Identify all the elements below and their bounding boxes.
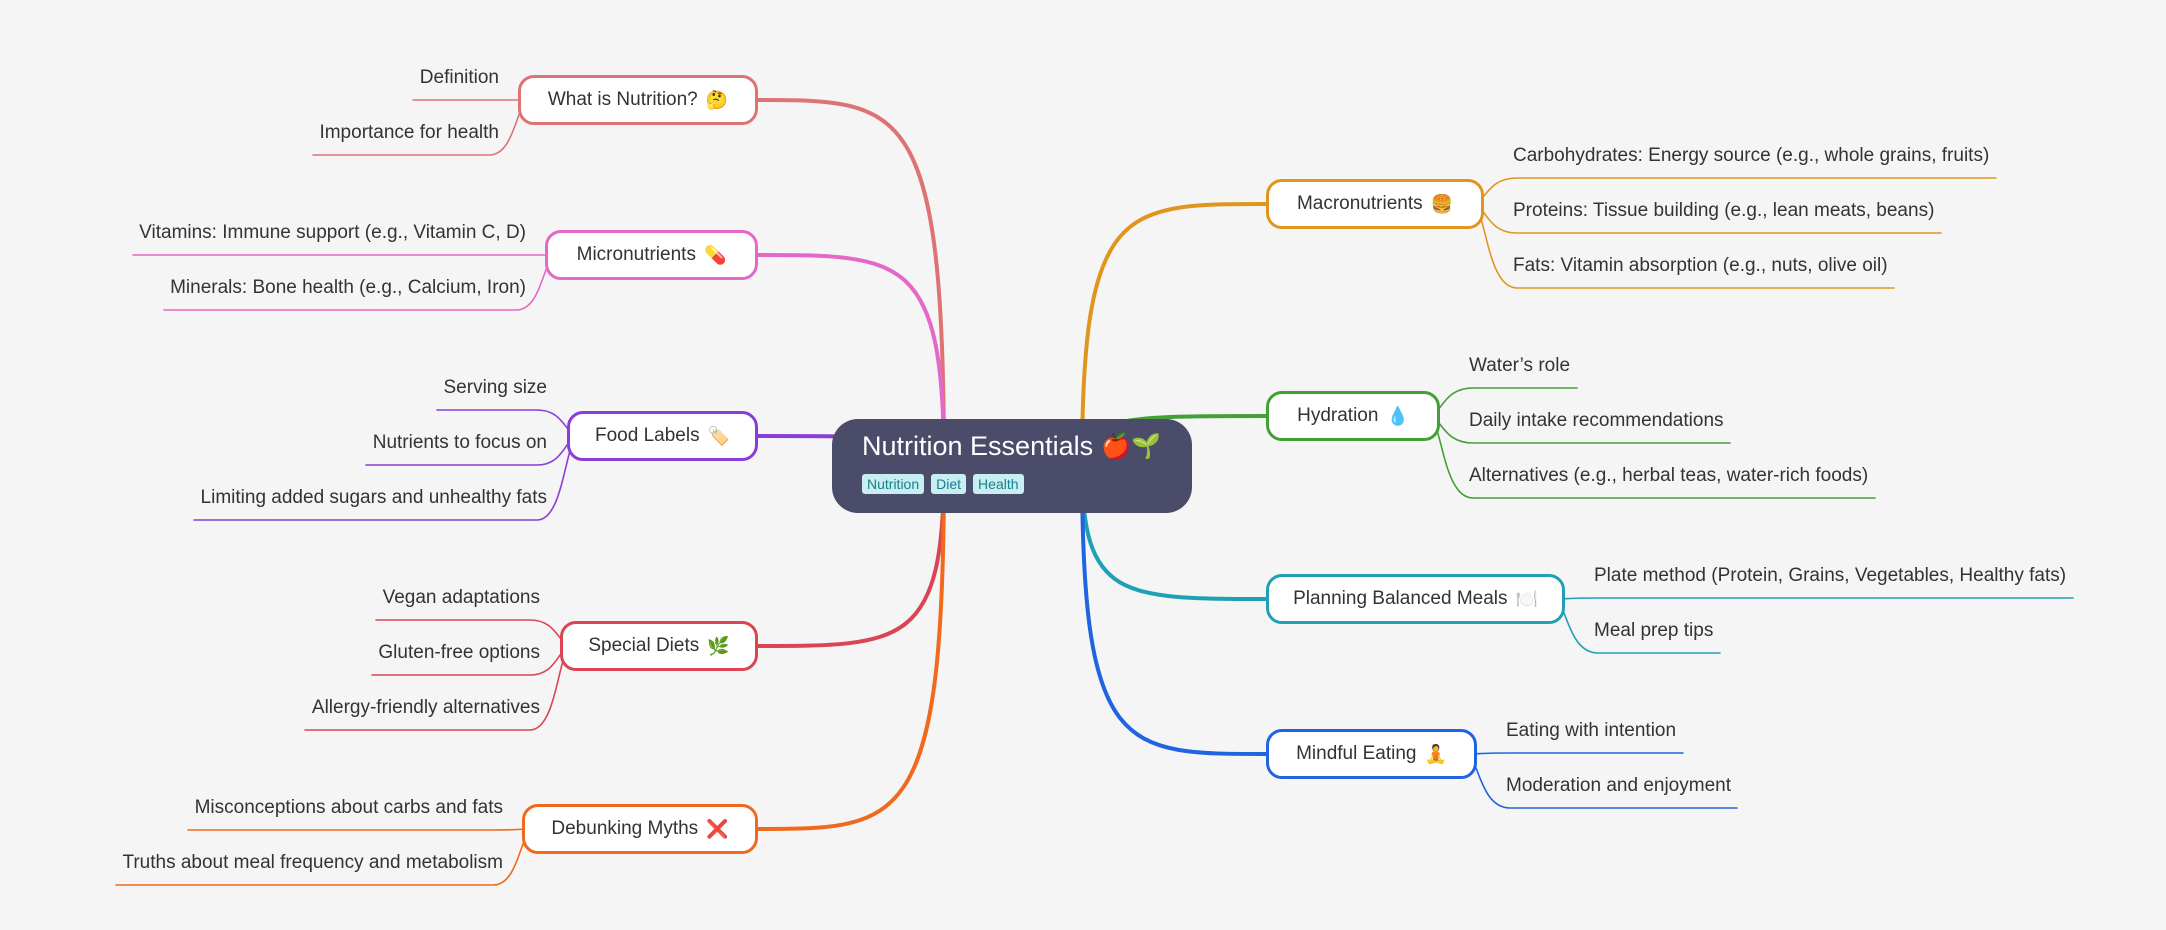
topic-label: Special Diets	[588, 635, 700, 656]
subtopic-item[interactable]: Alternatives (e.g., herbal teas, water-r…	[1469, 465, 1869, 486]
topic-label: What is Nutrition?	[547, 89, 698, 110]
topic-tags: Nutrition Diet Health	[862, 474, 1192, 494]
central-topic[interactable]: Nutrition Essentials 🍎🌱 Nutrition Diet H…	[832, 419, 1192, 513]
apple-seedling-emoji-icon: 🍎🌱	[1101, 433, 1161, 460]
topic-debunking-myths[interactable]: Debunking Myths ❌	[522, 804, 758, 854]
topic-special-diets[interactable]: Special Diets 🌿	[560, 621, 758, 671]
subtopic-item[interactable]: Vitamins: Immune support (e.g., Vitamin …	[139, 222, 526, 243]
topic-label: Food Labels	[595, 425, 700, 446]
debunking-myths-emoji-icon: ❌	[706, 818, 729, 839]
subtopic-item[interactable]: Misconceptions about carbs and fats	[194, 797, 503, 818]
subtopic-item[interactable]: Allergy-friendly alternatives	[311, 697, 540, 718]
topic-label: Hydration	[1297, 405, 1379, 426]
subtopic-item[interactable]: Fats: Vitamin absorption (e.g., nuts, ol…	[1513, 255, 1888, 276]
topic-label: Mindful Eating	[1296, 743, 1417, 764]
subtopic-item[interactable]: Minerals: Bone health (e.g., Calcium, Ir…	[170, 277, 526, 298]
what-is-nutrition-emoji-icon: 🤔	[705, 89, 729, 110]
subtopic-connector	[1552, 597, 2074, 600]
macronutrients-emoji-icon: 🍔	[1430, 193, 1454, 214]
hydration-emoji-icon: 💧	[1386, 405, 1409, 426]
subtopic-item[interactable]: Carbohydrates: Energy source (e.g., whol…	[1513, 145, 1990, 166]
food-labels-emoji-icon: 🏷️	[707, 425, 730, 446]
branch-connector-micronutrients	[756, 253, 946, 468]
topic-label: Macronutrients	[1296, 193, 1423, 214]
topic-mindful-eating[interactable]: Mindful Eating 🧘	[1266, 729, 1477, 779]
topic-label: Debunking Myths	[551, 818, 699, 839]
topic-what-is-nutrition[interactable]: What is Nutrition? 🤔	[518, 75, 758, 125]
subtopic-item[interactable]: Nutrients to focus on	[372, 432, 547, 453]
tag-health[interactable]: Health	[973, 474, 1024, 494]
tag-diet[interactable]: Diet	[931, 474, 967, 494]
topic-label: Planning Balanced Meals	[1293, 588, 1508, 609]
subtopic-item[interactable]: Eating with intention	[1506, 720, 1677, 741]
subtopic-item[interactable]: Definition	[419, 67, 499, 88]
planning-balanced-meals-emoji-icon: 🍽️	[1515, 588, 1538, 609]
mindful-eating-emoji-icon: 🧘	[1424, 743, 1447, 764]
subtopic-item[interactable]: Meal prep tips	[1594, 620, 1714, 641]
subtopic-item[interactable]: Proteins: Tissue building (e.g., lean me…	[1513, 200, 1935, 221]
subtopic-item[interactable]: Importance for health	[319, 122, 499, 143]
special-diets-emoji-icon: 🌿	[707, 635, 730, 656]
topic-food-labels[interactable]: Food Labels 🏷️	[567, 411, 758, 461]
topic-hydration[interactable]: Hydration 💧	[1266, 391, 1440, 441]
subtopic-item[interactable]: Water’s role	[1469, 355, 1571, 376]
subtopic-item[interactable]: Plate method (Protein, Grains, Vegetable…	[1594, 565, 2067, 586]
subtopic-item[interactable]: Truths about meal frequency and metaboli…	[122, 852, 503, 873]
subtopic-item[interactable]: Gluten-free options	[378, 642, 540, 663]
micronutrients-emoji-icon: 💊	[703, 244, 727, 265]
branch-connector-macronutrients	[1080, 202, 1268, 468]
central-topic-title: Nutrition Essentials	[862, 431, 1094, 461]
branch-connector-debunking-myths	[756, 464, 946, 831]
subtopic-item[interactable]: Limiting added sugars and unhealthy fats	[200, 487, 547, 508]
subtopic-connector	[187, 828, 535, 831]
subtopic-item[interactable]: Daily intake recommendations	[1469, 410, 1724, 431]
topic-label: Micronutrients	[576, 244, 696, 265]
tag-nutrition[interactable]: Nutrition	[862, 474, 925, 494]
subtopic-item[interactable]: Serving size	[443, 377, 548, 398]
subtopic-item[interactable]: Moderation and enjoyment	[1506, 775, 1731, 796]
topic-planning-balanced-meals[interactable]: Planning Balanced Meals 🍽️	[1266, 574, 1565, 624]
branch-connector-mindful-eating	[1080, 464, 1268, 756]
subtopic-connector	[1464, 752, 1684, 755]
subtopic-item[interactable]: Vegan adaptations	[382, 587, 540, 608]
topic-micronutrients[interactable]: Micronutrients 💊	[545, 230, 758, 280]
topic-macronutrients[interactable]: Macronutrients 🍔	[1266, 179, 1484, 229]
branch-connector-what-is-nutrition	[756, 98, 946, 468]
